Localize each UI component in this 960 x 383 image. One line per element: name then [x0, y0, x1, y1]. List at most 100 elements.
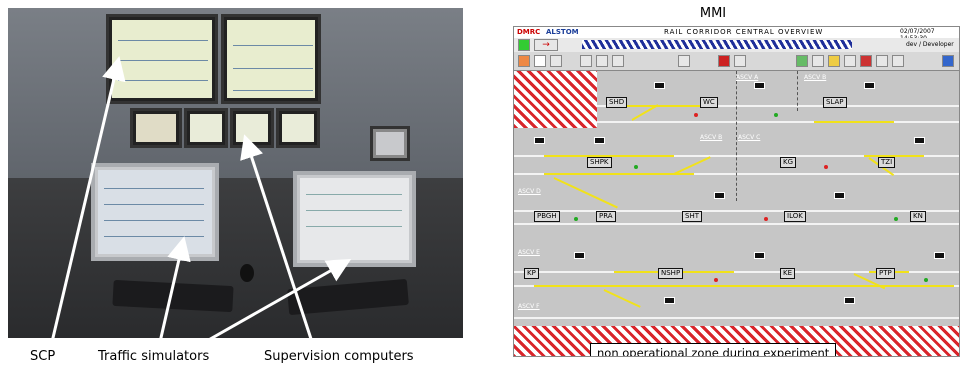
- station-kp[interactable]: KP: [524, 268, 539, 279]
- signal-icon: [534, 137, 545, 144]
- status-dot: [574, 217, 578, 221]
- settings-icon[interactable]: [678, 55, 690, 67]
- signal-icon: [834, 192, 845, 199]
- ascv-label: ASCV C: [738, 134, 761, 141]
- window-title: RAIL CORRIDOR CENTRAL OVERVIEW: [664, 28, 824, 36]
- track: [514, 210, 959, 212]
- view-icon-2[interactable]: [812, 55, 824, 67]
- toggle-button[interactable]: [518, 39, 530, 51]
- route-segment: [534, 285, 954, 287]
- view-icon-1[interactable]: [796, 55, 808, 67]
- track: [514, 223, 959, 225]
- label-supervision-computers: Supervision computers: [264, 349, 414, 364]
- station-sht[interactable]: SHT: [682, 211, 702, 222]
- scp-screen-right: [221, 14, 321, 104]
- traffic-simulator-monitor: [91, 163, 219, 261]
- edit-icon[interactable]: [734, 55, 746, 67]
- status-dot: [824, 165, 828, 169]
- supervision-monitor-4: [276, 108, 320, 148]
- stop-icon[interactable]: [518, 55, 530, 67]
- status-dot: [764, 217, 768, 221]
- status-dot: [694, 113, 698, 117]
- tools-icon[interactable]: [550, 55, 562, 67]
- signal-icon: [754, 252, 765, 259]
- signal-icon: [914, 137, 925, 144]
- alarm-bar: → dev / Developer: [514, 38, 959, 53]
- mmi-screen: DMRC ALSTOM RAIL CORRIDOR CENTRAL OVERVI…: [513, 26, 960, 357]
- signal-icon: [574, 252, 585, 259]
- label-scp: SCP: [30, 349, 56, 364]
- status-dot: [924, 278, 928, 282]
- ascv-label: ASCV B: [700, 134, 723, 141]
- ascv-label: ASCV A: [736, 74, 759, 81]
- station-slap[interactable]: SLAP: [823, 97, 847, 108]
- signal-icon: [754, 82, 765, 89]
- arrow-button[interactable]: →: [534, 39, 558, 51]
- route-segment: [864, 155, 924, 157]
- view-icon-4[interactable]: [844, 55, 856, 67]
- non-operational-label: non operational zone during experiment: [590, 343, 837, 356]
- station-tzi[interactable]: TZI: [878, 157, 896, 168]
- track: [597, 105, 959, 107]
- alarm-banner: [582, 40, 852, 49]
- signal-icon: [714, 192, 725, 199]
- signal-icon: [664, 297, 675, 304]
- station-ptp[interactable]: PTP: [876, 268, 895, 279]
- alarm-icon[interactable]: [718, 55, 730, 67]
- station-wc[interactable]: WC: [700, 97, 718, 108]
- brand-alstom: ALSTOM: [546, 28, 579, 36]
- station-nshp[interactable]: NSHP: [658, 268, 684, 279]
- status-dot: [774, 113, 778, 117]
- user-label: dev / Developer: [906, 41, 954, 48]
- signal-icon: [934, 252, 945, 259]
- supervision-monitor-1: [130, 108, 182, 148]
- view-icon-5[interactable]: [860, 55, 872, 67]
- arrow-supervision-1: [204, 259, 352, 344]
- route-icon-2[interactable]: [596, 55, 608, 67]
- view-icon-7[interactable]: [892, 55, 904, 67]
- view-icon-6[interactable]: [876, 55, 888, 67]
- ascv-label: ASCV F: [518, 303, 540, 310]
- brand-dmrc: DMRC: [517, 28, 541, 36]
- station-kg[interactable]: KG: [780, 157, 797, 168]
- route-segment: [544, 155, 674, 157]
- station-pbgh[interactable]: PBGH: [534, 211, 560, 222]
- track: [514, 317, 959, 319]
- arrow-scp: [50, 56, 126, 343]
- route-icon-3[interactable]: [612, 55, 624, 67]
- route-icon-1[interactable]: [580, 55, 592, 67]
- mmi-toolbar: [514, 52, 959, 71]
- view-icon-3[interactable]: [828, 55, 840, 67]
- route-segment: [814, 121, 894, 123]
- route-segment: [553, 177, 618, 209]
- route-segment: [603, 289, 641, 308]
- scp-screen-left: [106, 14, 218, 104]
- ascv-label: ASCV B: [804, 74, 827, 81]
- label-traffic-simulators: Traffic simulators: [98, 349, 210, 364]
- supervision-monitor-2: [184, 108, 228, 148]
- page-icon[interactable]: [534, 55, 546, 67]
- track: [514, 271, 959, 273]
- signal-icon: [594, 137, 605, 144]
- signal-icon: [864, 82, 875, 89]
- sector-divider: [736, 71, 737, 201]
- ascv-label: ASCV E: [518, 249, 540, 256]
- station-shd[interactable]: SHD: [606, 97, 628, 108]
- route-segment: [614, 105, 714, 107]
- mouse: [240, 264, 254, 282]
- route-segment: [544, 173, 694, 175]
- station-ke[interactable]: KE: [780, 268, 796, 279]
- status-dot: [894, 217, 898, 221]
- track: [597, 121, 959, 123]
- station-shpk[interactable]: SHPK: [587, 157, 612, 168]
- help-icon[interactable]: [942, 55, 954, 67]
- sector-divider: [797, 71, 798, 111]
- signal-icon: [844, 297, 855, 304]
- station-ilok[interactable]: ILOK: [784, 211, 806, 222]
- supervision-computer-monitor: [293, 171, 416, 267]
- station-kn[interactable]: KN: [910, 211, 926, 222]
- mmi-caption: MMI: [699, 6, 727, 21]
- signal-icon: [654, 82, 665, 89]
- station-pra[interactable]: PRA: [596, 211, 616, 222]
